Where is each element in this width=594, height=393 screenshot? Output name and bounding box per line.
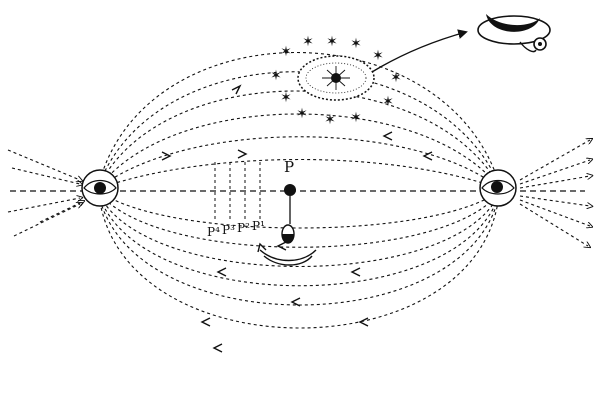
svg-text:✶: ✶ bbox=[270, 68, 282, 84]
svg-text:✶: ✶ bbox=[350, 110, 362, 126]
outgoing-arrow bbox=[372, 32, 466, 72]
svg-text:✶: ✶ bbox=[280, 90, 292, 106]
svg-text:✶: ✶ bbox=[382, 94, 394, 110]
left-incoming-rays bbox=[8, 150, 82, 236]
svg-text:✶: ✶ bbox=[372, 48, 384, 64]
right-eye-icon bbox=[480, 170, 516, 206]
p-series-lines bbox=[215, 162, 260, 222]
label-p3: P³ bbox=[222, 223, 235, 237]
svg-text:✶: ✶ bbox=[350, 36, 362, 52]
svg-text:✶: ✶ bbox=[280, 44, 292, 60]
svg-text:✶: ✶ bbox=[324, 112, 336, 128]
svg-text:✶: ✶ bbox=[390, 70, 402, 86]
svg-text:✶: ✶ bbox=[302, 34, 314, 50]
label-p4: P⁴ bbox=[207, 225, 220, 239]
left-eye-icon bbox=[82, 170, 118, 206]
label-p1: P¹ bbox=[252, 219, 265, 233]
pendulum-point-p bbox=[282, 184, 296, 243]
svg-text:✶: ✶ bbox=[296, 106, 308, 122]
central-radiant-body bbox=[298, 56, 374, 100]
label-p: P bbox=[284, 158, 294, 176]
right-outgoing-rays bbox=[520, 140, 590, 246]
label-p2: P² bbox=[237, 221, 250, 235]
svg-text:✶: ✶ bbox=[326, 34, 338, 50]
crescent-ring-icon bbox=[478, 14, 550, 52]
